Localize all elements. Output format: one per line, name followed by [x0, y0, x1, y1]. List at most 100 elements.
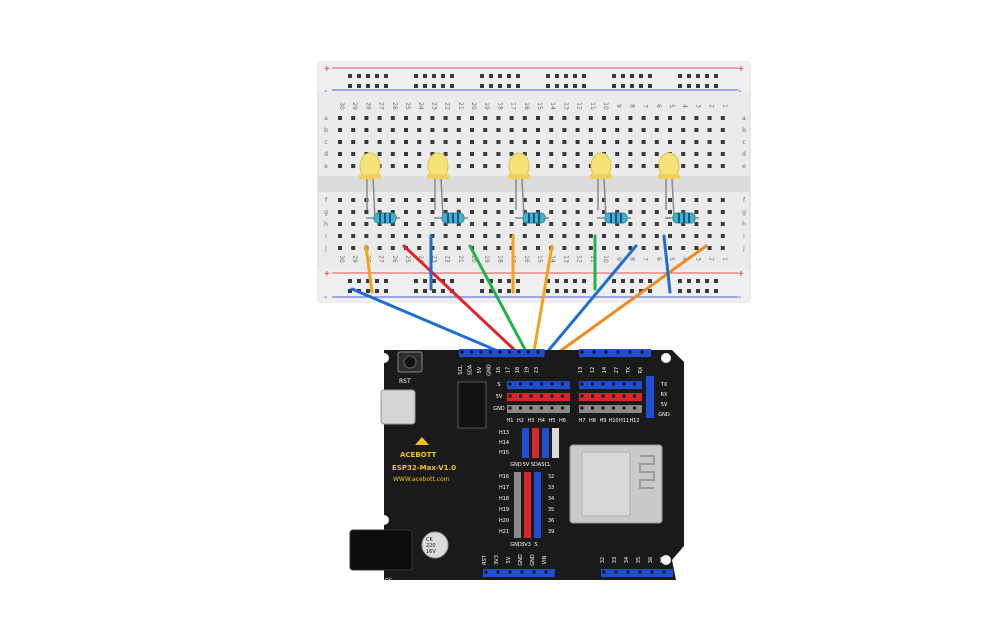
rail-hole	[687, 74, 691, 78]
grid-hole	[377, 152, 382, 156]
dc-label: DC	[385, 578, 393, 584]
grid-hole	[470, 198, 474, 202]
rail-hole	[441, 289, 445, 293]
rail-hole	[432, 289, 436, 293]
grid-hole	[509, 152, 514, 156]
grid-hole	[417, 246, 422, 250]
rail-hole	[489, 74, 493, 78]
rail-hole	[489, 289, 493, 293]
grid-hole	[641, 198, 646, 202]
rail-hole	[423, 289, 427, 293]
grid-hole	[562, 246, 567, 250]
lower-bottom-label: GND	[510, 542, 522, 548]
column-number: 7	[642, 104, 649, 108]
grid-hole	[707, 128, 712, 132]
mid-header	[532, 428, 539, 458]
column-number: 24	[417, 102, 424, 110]
grid-hole	[522, 246, 527, 250]
rail-hole	[648, 74, 652, 78]
rail-hole	[441, 74, 445, 78]
grid-hole	[536, 210, 540, 214]
grid-hole	[681, 222, 686, 226]
rail-hole	[489, 84, 493, 88]
grid-hole	[720, 128, 725, 132]
grid-hole	[390, 222, 395, 226]
column-number: 8	[628, 257, 635, 261]
column-number: 16	[523, 255, 530, 263]
grid-hole	[377, 234, 382, 238]
grid-hole	[443, 210, 448, 214]
grid-hole	[588, 234, 593, 238]
grid-hole	[483, 140, 488, 144]
grid-hole	[443, 140, 448, 144]
grid-hole	[390, 128, 395, 132]
grid-hole	[404, 164, 408, 168]
grid-hole	[470, 234, 474, 238]
grid-hole	[681, 198, 686, 202]
rail-hole	[705, 74, 709, 78]
header-col-label: H5	[549, 418, 556, 424]
grid-hole	[602, 210, 606, 214]
grid-hole	[364, 128, 369, 132]
bottom-pin-label: 3V3	[494, 555, 500, 565]
grid-hole	[694, 128, 699, 132]
right-side-label: TX	[660, 382, 668, 388]
grid-hole	[562, 152, 567, 156]
rail-hole	[648, 289, 652, 293]
grid-hole	[470, 222, 474, 226]
lower-row-label: H18	[499, 496, 509, 502]
grid-hole	[522, 210, 527, 214]
grid-hole	[430, 210, 435, 214]
grid-hole	[456, 222, 461, 226]
rail-hole	[621, 84, 625, 88]
grid-hole	[654, 246, 659, 250]
grid-hole	[707, 222, 712, 226]
rail-hole	[714, 74, 718, 78]
header-col-label: H4	[538, 418, 545, 424]
rail-hole	[582, 74, 586, 78]
grid-hole	[654, 234, 659, 238]
grid-hole	[668, 234, 672, 238]
grid-hole	[588, 140, 593, 144]
grid-hole	[694, 222, 699, 226]
grid-hole	[483, 246, 488, 250]
grid-hole	[668, 140, 672, 144]
grid-hole	[522, 234, 527, 238]
bottom-pin-label: 32	[600, 557, 606, 563]
grid-hole	[681, 152, 686, 156]
grid-hole	[681, 164, 686, 168]
wire-blue-gnd	[350, 287, 514, 359]
grid-hole	[549, 198, 554, 202]
rail-hole	[678, 279, 682, 283]
grid-hole	[483, 128, 488, 132]
grid-hole	[720, 222, 725, 226]
lower-row-label: H20	[499, 518, 509, 524]
column-number: 2	[708, 257, 715, 261]
grid-hole	[615, 198, 620, 202]
rail-hole	[414, 84, 418, 88]
column-number: 30	[338, 255, 345, 263]
bottom-pin-label: 39	[660, 557, 666, 563]
rail-hole	[582, 84, 586, 88]
bottom-pin-label: GND	[518, 554, 524, 566]
pin-label: 5V	[477, 366, 483, 373]
rail-hole	[612, 279, 616, 283]
grid-hole	[654, 210, 659, 214]
row-letter: e	[742, 163, 746, 170]
grid-hole	[654, 222, 659, 226]
grid-hole	[588, 128, 593, 132]
rail-hole	[621, 289, 625, 293]
pin-label: GND	[487, 364, 493, 376]
grid-hole	[720, 246, 725, 250]
grid-hole	[588, 246, 593, 250]
rail-hole	[423, 279, 427, 283]
rail-hole	[507, 74, 511, 78]
row-letter: j	[742, 245, 745, 252]
grid-hole	[377, 210, 382, 214]
grid-hole	[707, 210, 712, 214]
grid-hole	[681, 234, 686, 238]
rail-plus-sign: +	[738, 64, 744, 75]
grid-hole	[602, 222, 606, 226]
breadboard: + + - - + + - - 112233445566778899101011…	[317, 61, 751, 303]
